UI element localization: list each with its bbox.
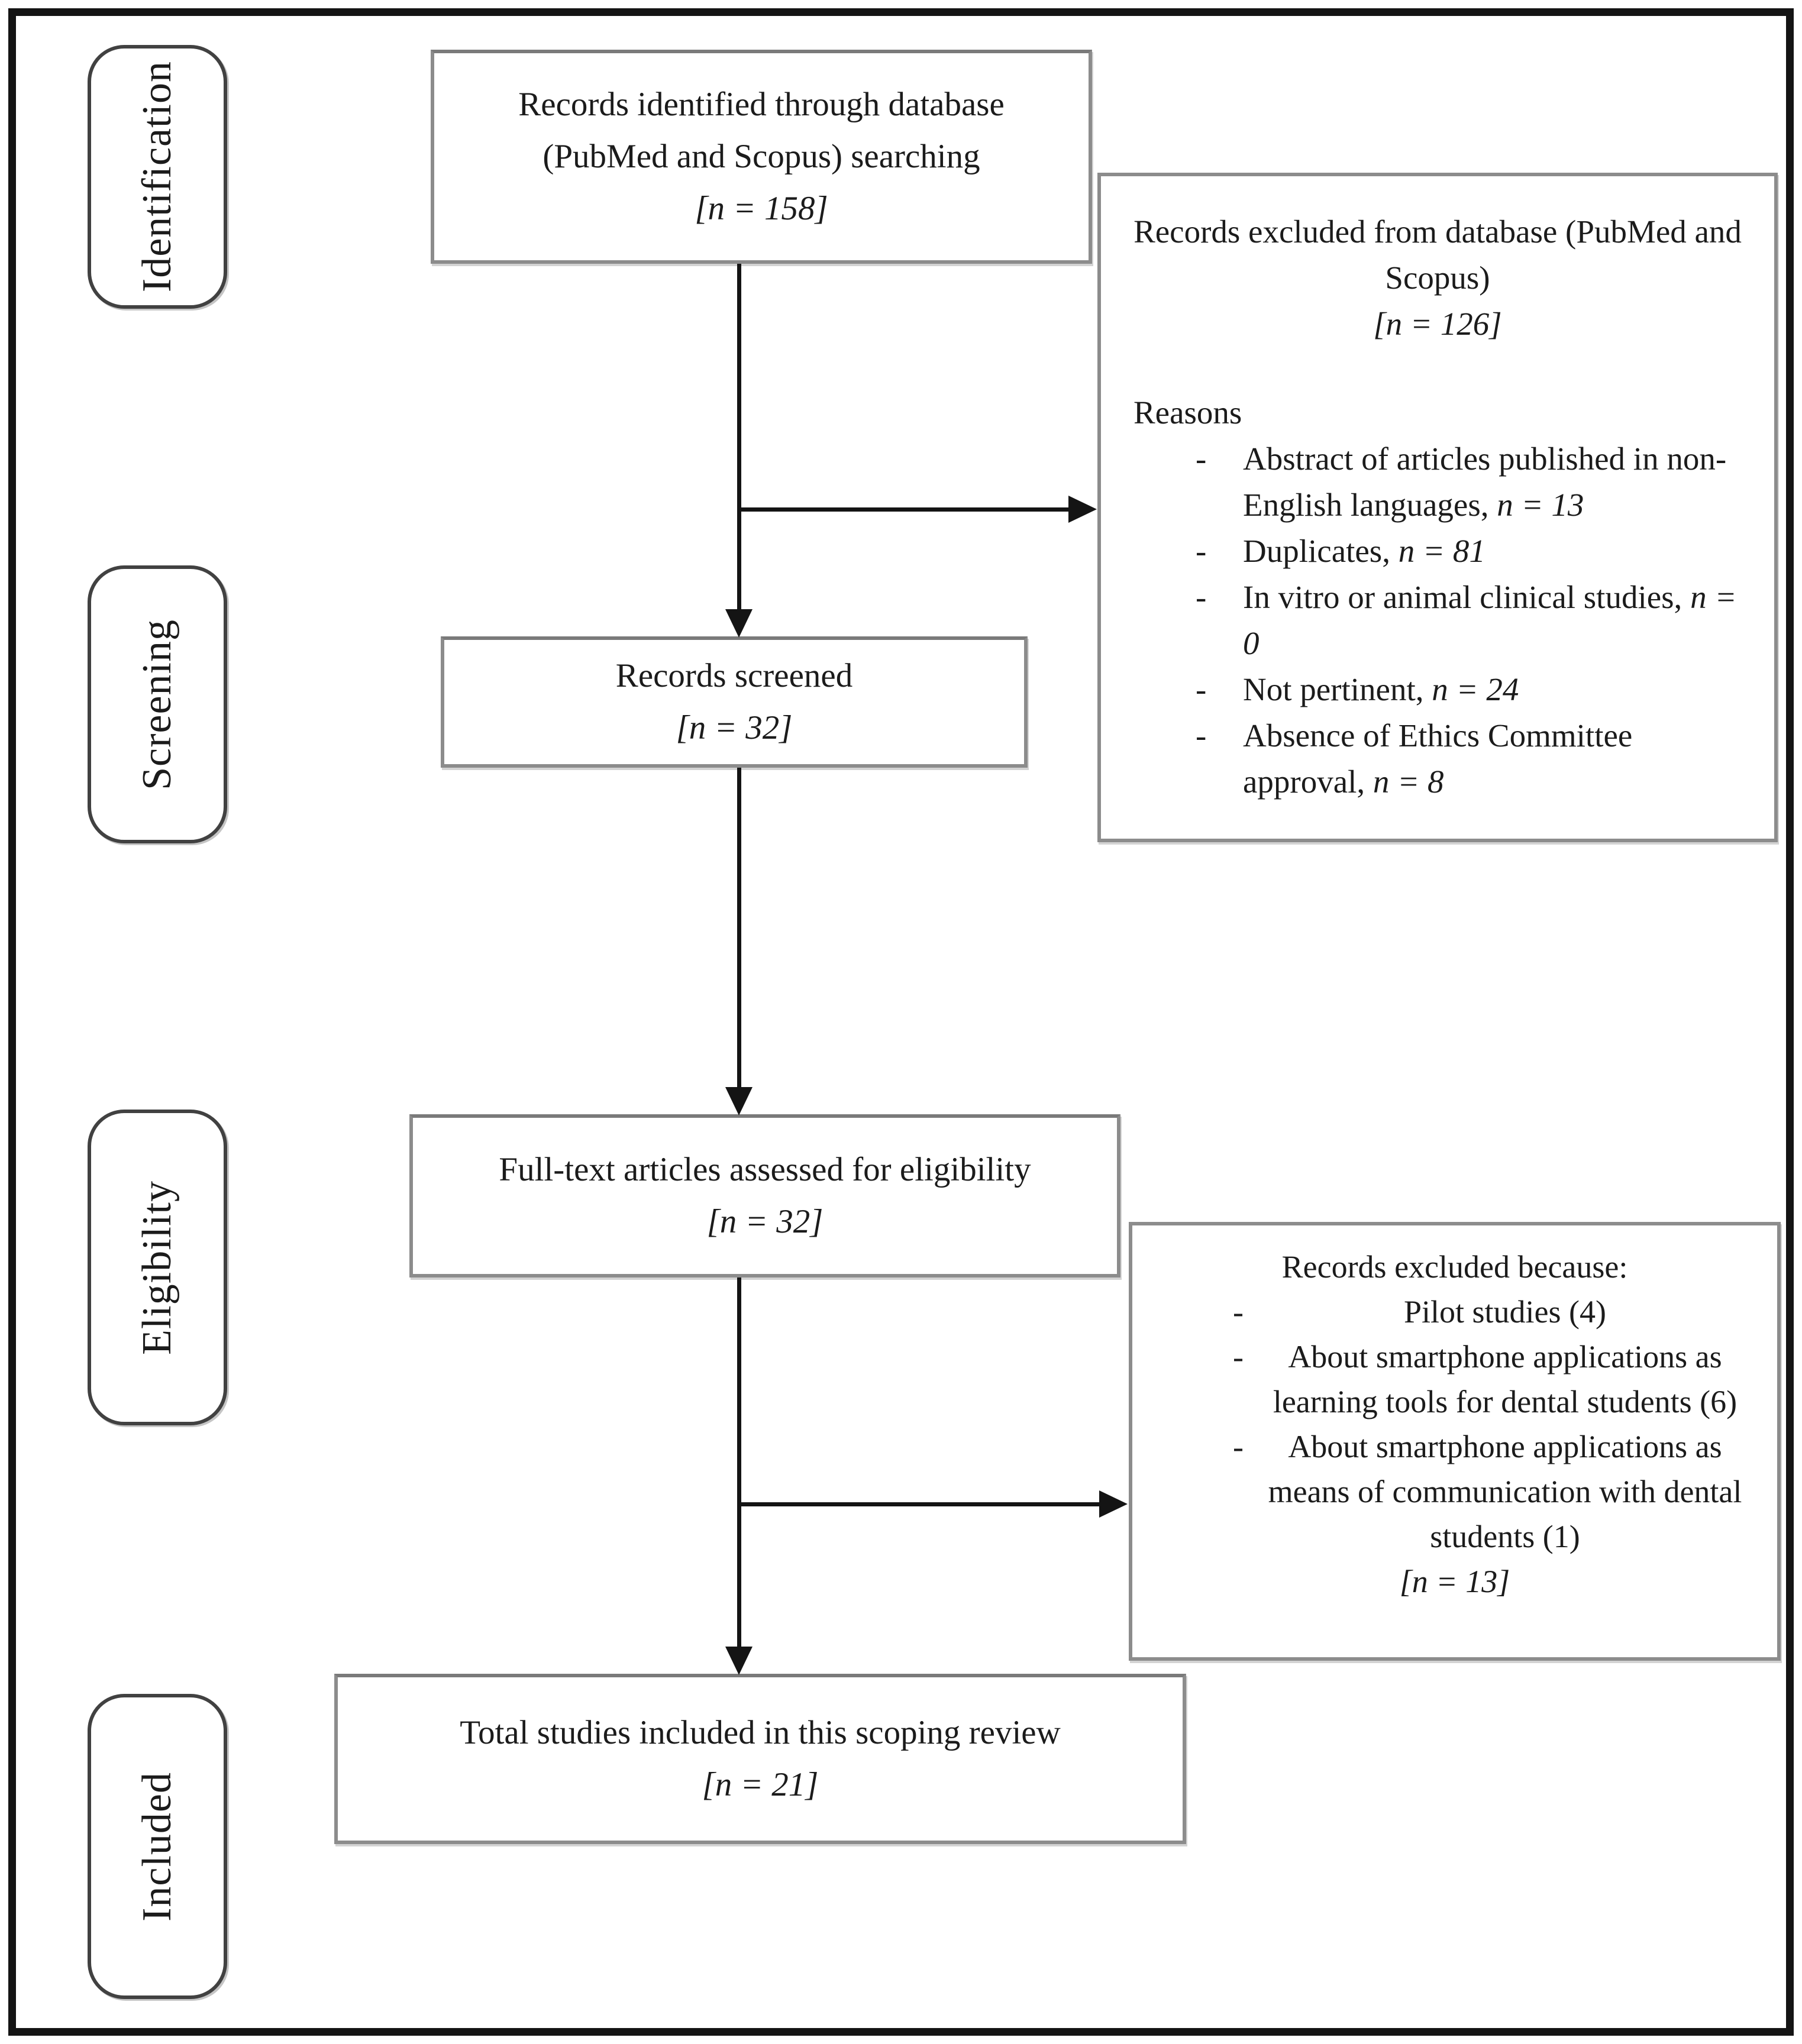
arrowhead-down-into-screened	[725, 609, 753, 638]
list-item: - Pilot studies (4)	[1156, 1289, 1753, 1334]
list-item-text: Not pertinent, n = 24	[1243, 667, 1742, 713]
stage-label-text: Screening	[134, 619, 180, 790]
box-records-identified: Records identified through database (Pub…	[431, 50, 1092, 264]
arrow-line-fulltext-to-included	[737, 1278, 741, 1647]
reason-text: Not pertinent,	[1243, 671, 1432, 707]
box-text: Total studies included in this scoping r…	[460, 1714, 1061, 1751]
box-count: [n = 21]	[702, 1766, 819, 1803]
stage-label-screening: Screening	[88, 565, 227, 843]
list-item-text: About smartphone applications as means o…	[1268, 1429, 1742, 1554]
reason-text: Abstract of articles published in non-En…	[1243, 441, 1727, 523]
bullet-marker: -	[1196, 671, 1207, 707]
outer-border	[8, 8, 1794, 2036]
reason-text: In vitro or animal clinical studies,	[1243, 579, 1691, 615]
box-count: [n = 158]	[695, 190, 828, 227]
list-item-text: In vitro or animal clinical studies, n =…	[1243, 574, 1742, 667]
box-fulltext-assessed: Full-text articles assessed for eligibil…	[409, 1114, 1120, 1278]
bullet-marker: -	[1233, 1294, 1244, 1330]
list-item-text: Absence of Ethics Committee approval, n …	[1243, 713, 1742, 805]
box-count: [n = 32]	[706, 1203, 824, 1240]
list-item-text: Pilot studies (4)	[1403, 1294, 1606, 1330]
list-item: - Duplicates, n = 81	[1133, 528, 1742, 574]
list-item: - In vitro or animal clinical studies, n…	[1133, 574, 1742, 667]
stage-label-eligibility: Eligibility	[88, 1110, 227, 1425]
stage-label-text: Eligibility	[134, 1180, 180, 1355]
arrowhead-right-into-excluded-db	[1068, 496, 1097, 523]
list-item-text: Abstract of articles published in non-En…	[1243, 436, 1742, 528]
bullet-marker: -	[1233, 1429, 1244, 1464]
list-item-text: Duplicates, n = 81	[1243, 528, 1742, 574]
reason-count: n = 8	[1373, 764, 1444, 800]
box-text: Full-text articles assessed for eligibil…	[499, 1151, 1031, 1188]
excluded-db-title: Records excluded from database (PubMed a…	[1133, 214, 1742, 296]
arrow-line-screened-to-fulltext	[737, 768, 741, 1087]
excluded-eligibility-count: [n = 13]	[1399, 1564, 1510, 1599]
arrowhead-right-into-excluded-eligibility	[1099, 1490, 1128, 1518]
arrow-line-branch-to-excluded-eligibility	[737, 1502, 1100, 1506]
bullet-marker: -	[1196, 717, 1207, 753]
list-item: - About smartphone applications as learn…	[1156, 1334, 1753, 1424]
reason-count: n = 24	[1432, 671, 1519, 707]
excluded-db-reasons-label: Reasons	[1133, 394, 1242, 431]
arrowhead-down-into-fulltext	[725, 1087, 753, 1115]
box-excluded-eligibility: Records excluded because: - Pilot studie…	[1129, 1222, 1781, 1661]
excluded-eligibility-title: Records excluded because:	[1281, 1249, 1628, 1285]
reason-text: Absence of Ethics Committee approval,	[1243, 717, 1633, 800]
stage-label-included: Included	[88, 1694, 227, 1999]
box-total-included: Total studies included in this scoping r…	[334, 1674, 1186, 1844]
arrow-line-branch-to-excluded-db	[737, 507, 1070, 512]
list-item-text: About smartphone applications as learnin…	[1273, 1339, 1738, 1419]
list-item: - Not pertinent, n = 24	[1133, 667, 1742, 713]
stage-label-text: Identification	[134, 61, 180, 293]
list-item: - About smartphone applications as means…	[1156, 1424, 1753, 1559]
arrow-line-identified-to-screened	[737, 264, 741, 610]
box-text: Records screened	[615, 657, 853, 694]
list-item: - Absence of Ethics Committee approval, …	[1133, 713, 1742, 805]
box-excluded-database: Records excluded from database (PubMed a…	[1097, 173, 1778, 842]
spacer	[1133, 347, 1742, 390]
bullet-marker: -	[1196, 533, 1207, 569]
bullet-marker: -	[1196, 441, 1207, 477]
reason-count: n = 0	[1243, 579, 1737, 661]
box-records-screened: Records screened [n = 32]	[441, 636, 1028, 768]
stage-label-text: Included	[134, 1771, 180, 1922]
arrowhead-down-into-included	[725, 1647, 753, 1675]
reason-count: n = 13	[1497, 487, 1584, 523]
box-count: [n = 32]	[676, 709, 793, 746]
list-item: - Abstract of articles published in non-…	[1133, 436, 1742, 528]
bullet-marker: -	[1196, 579, 1207, 615]
bullet-marker: -	[1233, 1339, 1244, 1374]
box-text: Records identified through database (Pub…	[518, 86, 1005, 175]
reason-text: Duplicates,	[1243, 533, 1399, 569]
reason-count: n = 81	[1398, 533, 1485, 569]
stage-label-identification: Identification	[88, 45, 227, 309]
excluded-db-count: [n = 126]	[1373, 306, 1502, 342]
